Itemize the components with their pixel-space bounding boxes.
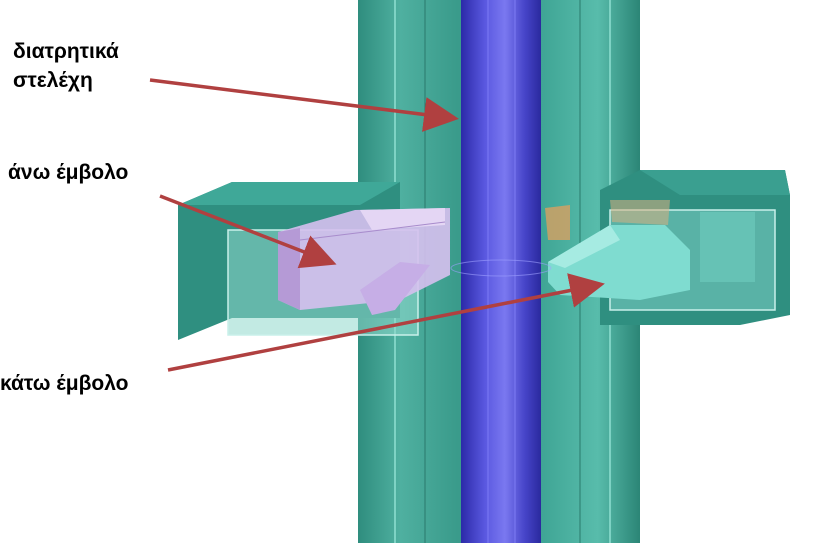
lower-ram-label: κάτω έμβολο xyxy=(0,372,129,395)
upper-ram-label: άνω έμβολο xyxy=(8,161,129,184)
arrow-lower-ram xyxy=(167,273,605,372)
drill-pipe xyxy=(450,0,552,543)
drill-stems-label: διατρητικά στελέχη xyxy=(13,37,119,95)
arrow-upper-ram xyxy=(159,194,337,269)
drill-stems-label-line2: στελέχη xyxy=(13,69,93,92)
drill-stems-label-line1: διατρητικά xyxy=(13,40,119,63)
arrow-drill-stems xyxy=(149,78,459,132)
upper-ram xyxy=(278,208,450,315)
